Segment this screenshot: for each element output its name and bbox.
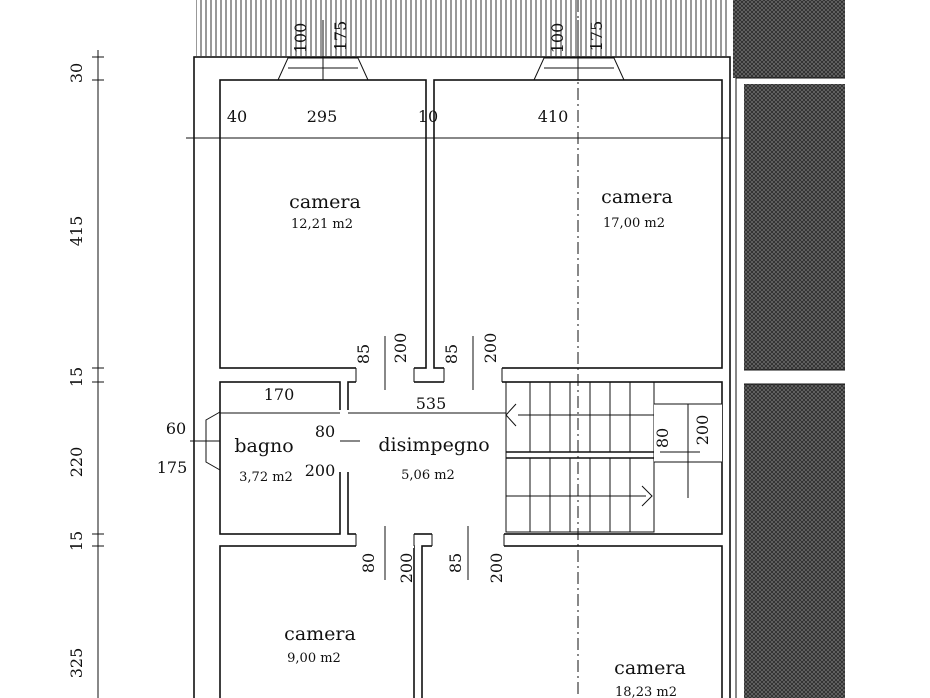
dim-left-415: 415 bbox=[67, 216, 86, 247]
room-name-camera-bottom-right: camera bbox=[614, 657, 686, 679]
dim-door2-200: 200 bbox=[481, 333, 500, 364]
dim-door1-85: 85 bbox=[354, 344, 373, 364]
dim-top-410: 410 bbox=[538, 107, 569, 126]
room-area-camera-bottom-left: 9,00 m2 bbox=[287, 651, 341, 666]
room-name-disimpegno: disimpegno bbox=[378, 434, 489, 456]
dim-win2-175: 175 bbox=[587, 21, 606, 52]
dim-stair-200: 200 bbox=[693, 415, 712, 446]
neighbour-wall-hatch-lower bbox=[744, 384, 845, 698]
room-name-camera-top-right: camera bbox=[601, 186, 673, 208]
room-name-bagno: bagno bbox=[234, 435, 293, 457]
dim-door3-200: 200 bbox=[397, 553, 416, 584]
staircase bbox=[505, 381, 655, 533]
window-top-right bbox=[533, 57, 625, 81]
dim-door3-80: 80 bbox=[359, 553, 378, 573]
dim-disimpegno-width-535: 535 bbox=[416, 394, 447, 413]
room-area-disimpegno: 5,06 m2 bbox=[401, 468, 455, 483]
dim-left-220: 220 bbox=[67, 447, 86, 478]
dim-top-295: 295 bbox=[307, 107, 338, 126]
neighbour-wall-hatch-top bbox=[733, 0, 845, 78]
dim-win1-100: 100 bbox=[291, 23, 310, 54]
dim-win2-100: 100 bbox=[548, 23, 567, 54]
dim-left-30: 30 bbox=[67, 63, 86, 83]
room-area-bagno: 3,72 m2 bbox=[239, 470, 293, 485]
dim-door1-200: 200 bbox=[391, 333, 410, 364]
room-name-camera-bottom-left: camera bbox=[284, 623, 356, 645]
room-outline-camera-bottom-left bbox=[219, 545, 415, 698]
dim-stair-80: 80 bbox=[653, 428, 672, 448]
room-area-camera-top-right: 17,00 m2 bbox=[603, 216, 665, 231]
dim-left-15b: 15 bbox=[67, 531, 86, 551]
dim-left-15a: 15 bbox=[67, 367, 86, 387]
dim-bagno-window-175: 175 bbox=[157, 458, 188, 477]
dim-left-325: 325 bbox=[67, 648, 86, 679]
room-area-camera-top-left: 12,21 m2 bbox=[291, 217, 353, 232]
dim-door4-200: 200 bbox=[487, 553, 506, 584]
neighbour-wall-hatch-upper bbox=[744, 84, 845, 370]
dim-door2-85: 85 bbox=[442, 344, 461, 364]
dimension-lines bbox=[92, 20, 730, 698]
dim-win1-175: 175 bbox=[331, 21, 350, 52]
room-outline-camera-bottom-right bbox=[421, 545, 723, 698]
dim-bagno-window-60: 60 bbox=[166, 419, 186, 438]
room-outline-bagno bbox=[219, 381, 341, 535]
dim-top-40: 40 bbox=[227, 107, 247, 126]
dim-bagno-door-200: 200 bbox=[305, 461, 336, 480]
outer-wall bbox=[193, 56, 731, 698]
room-name-camera-top-left: camera bbox=[289, 191, 361, 213]
dim-top-10: 10 bbox=[418, 107, 438, 126]
dim-bagno-door-80: 80 bbox=[315, 422, 335, 441]
room-area-camera-bottom-right: 18,23 m2 bbox=[615, 685, 677, 698]
dim-door4-85: 85 bbox=[446, 553, 465, 573]
top-terrace-hatch bbox=[196, 0, 730, 56]
dim-bagno-width-170: 170 bbox=[264, 385, 295, 404]
